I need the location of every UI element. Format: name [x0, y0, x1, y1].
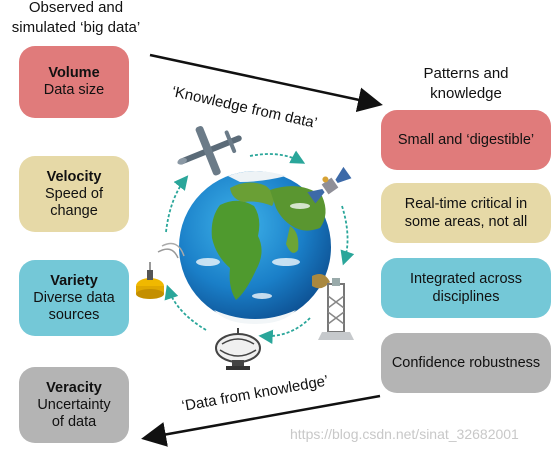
variety-box: Variety Diverse data sources [19, 260, 129, 336]
velocity-box: Velocity Speed of change [19, 156, 129, 232]
integrated-box: Integrated across disciplines [381, 258, 551, 318]
confidence-text: Confidence robustness [391, 355, 541, 371]
real-time-box: Real-time critical in some areas, not al… [381, 183, 551, 243]
volume-title: Volume [48, 65, 100, 81]
buoy-icon [136, 242, 185, 299]
veracity-desc-line2: of data [51, 413, 97, 430]
velocity-desc-line2: change [50, 202, 98, 219]
real-time-text: Real-time critical in some areas, not al… [404, 196, 528, 230]
header-right-line1: Patterns and [423, 65, 509, 82]
small-digestible-text: Small and ‘digestible’ [397, 132, 535, 148]
header-left-line2: simulated ‘big data’ [11, 19, 141, 36]
weather-tower-icon [318, 278, 354, 340]
arrow-data-from-knowledge [141, 394, 381, 447]
watermark: https://blog.csdn.net/sinat_32682001 [290, 426, 519, 442]
integrated-text: Integrated across disciplines [409, 271, 523, 305]
velocity-title: Velocity [46, 168, 102, 185]
arrow-knowledge-from-data [149, 53, 383, 113]
radar-icon [215, 328, 261, 370]
variety-desc-line1: Diverse data [33, 289, 115, 306]
veracity-desc-line1: Uncertainty [37, 396, 111, 413]
variety-desc-line2: sources [48, 306, 100, 323]
header-left-line1: Observed and [28, 0, 124, 16]
velocity-desc-line1: Speed of [44, 185, 104, 202]
drone-icon [177, 126, 242, 176]
volume-desc: Data size [43, 82, 105, 98]
confidence-box: Confidence robustness [381, 333, 551, 393]
small-digestible-box: Small and ‘digestible’ [381, 110, 551, 170]
earth-globe [179, 171, 331, 324]
header-right-line2: knowledge [430, 85, 502, 102]
variety-title: Variety [50, 272, 98, 289]
volume-box: Volume Data size [19, 46, 129, 118]
header-patterns-knowledge: Patterns and knowledge [396, 64, 536, 104]
veracity-box: Veracity Uncertainty of data [19, 367, 129, 443]
header-observed-data: Observed and simulated ‘big data’ [2, 0, 150, 38]
veracity-title: Veracity [46, 379, 102, 396]
satellite-icon [307, 166, 352, 204]
